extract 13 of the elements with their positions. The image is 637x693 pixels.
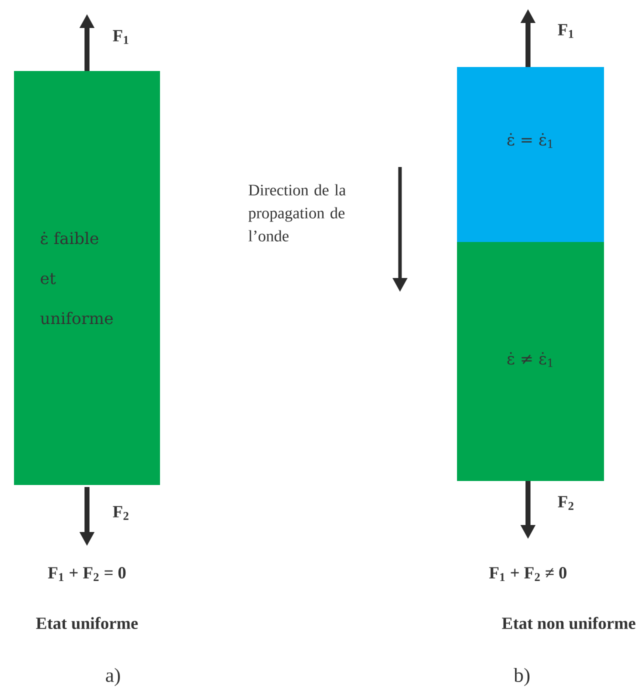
state-caption: Etat non uniforme	[502, 616, 636, 630]
strain-zone: ε̇ = ε̇$_{1}$	[457, 67, 604, 242]
strain-zone: ε̇ faible et uniforme	[14, 71, 160, 485]
force-label: F$_{2}$	[112, 506, 128, 520]
state-caption: Etat uniforme	[36, 616, 138, 630]
equation-label: F$_{1}$ + F$_{2}$ ≠ 0	[489, 567, 566, 581]
panel-label: b)	[514, 668, 530, 686]
panel-label: a)	[106, 668, 120, 686]
direction-text: Direction de la propagation de l’onde	[248, 184, 346, 242]
force-label: F$_{1}$	[112, 30, 128, 44]
force-label: F$_{1}$	[558, 24, 574, 38]
equation-label: F$_{1}$ + F$_{2}$ = 0	[48, 567, 126, 581]
strain-zone: ε̇ ≠ ε̇$_{1}$	[457, 242, 604, 481]
